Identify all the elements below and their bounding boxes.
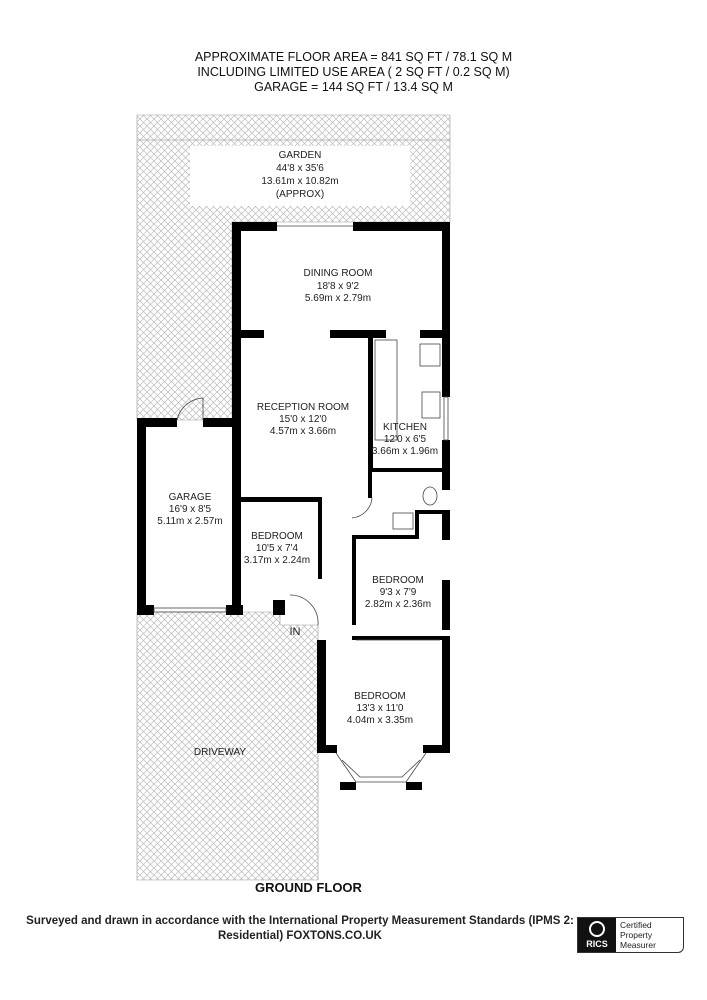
reception-room-label: RECEPTION ROOM 15'0 x 12'0 4.57m x 3.66m	[257, 402, 349, 437]
svg-text:3.17m x 2.24m: 3.17m x 2.24m	[244, 555, 310, 566]
bedroom-2-label: BEDROOM 9'3 x 7'9 2.82m x 2.36m	[365, 575, 431, 610]
floor-label: GROUND FLOOR	[255, 880, 362, 895]
driveway-area	[136, 611, 319, 881]
kitchen-label: KITCHEN 12'0 x 6'5 3.66m x 1.96m	[372, 422, 438, 457]
driveway-label: DRIVEWAY	[194, 747, 247, 758]
svg-text:2.82m x 2.36m: 2.82m x 2.36m	[365, 599, 431, 610]
badge-line-3: Measurer	[620, 940, 656, 950]
footer-line-2: Residential) FOXTONS.CO.UK	[217, 930, 382, 942]
svg-text:KITCHEN: KITCHEN	[383, 422, 427, 433]
svg-text:16'9 x 8'5: 16'9 x 8'5	[169, 504, 212, 515]
footer-line-1: Surveyed and drawn in accordance with th…	[26, 915, 574, 927]
svg-text:RECEPTION ROOM: RECEPTION ROOM	[257, 402, 349, 413]
limited-use-area: INCLUDING LIMITED USE AREA ( 2 SQ FT / 0…	[197, 65, 510, 79]
svg-text:18'8 x 9'2: 18'8 x 9'2	[317, 281, 360, 292]
svg-text:(APPROX): (APPROX)	[276, 189, 324, 200]
svg-text:4.57m x 3.66m: 4.57m x 3.66m	[270, 426, 336, 437]
svg-text:BEDROOM: BEDROOM	[354, 691, 406, 702]
svg-text:15'0 x 12'0: 15'0 x 12'0	[279, 414, 327, 425]
badge-line-2: Property	[620, 930, 653, 940]
garage-area: GARAGE = 144 SQ FT / 13.4 SQ M	[254, 80, 453, 94]
svg-text:12'0 x 6'5: 12'0 x 6'5	[384, 434, 427, 445]
rics-brand: RICS	[586, 939, 608, 949]
survey-footer: Surveyed and drawn in accordance with th…	[20, 914, 580, 944]
dining-room-label: DINING ROOM 18'8 x 9'2 5.69m x 2.79m	[304, 268, 373, 304]
svg-text:GARDEN: GARDEN	[279, 150, 322, 161]
svg-text:5.11m x 2.57m: 5.11m x 2.57m	[157, 516, 222, 527]
svg-text:4.04m x 3.35m: 4.04m x 3.35m	[347, 715, 413, 726]
bedroom-1-label: BEDROOM 10'5 x 7'4 3.17m x 2.24m	[244, 531, 310, 566]
garden-label: GARDEN 44'8 x 35'6 13.61m x 10.82m (APPR…	[261, 150, 338, 200]
bedroom-3-label: BEDROOM 13'3 x 11'0 4.04m x 3.35m	[347, 691, 413, 726]
svg-text:5.69m x 2.79m: 5.69m x 2.79m	[305, 293, 371, 304]
svg-text:3.66m x 1.96m: 3.66m x 1.96m	[372, 446, 438, 457]
rics-badge: RICS Certified Property Measurer	[577, 917, 684, 953]
rics-logo: RICS	[578, 918, 616, 952]
walls	[137, 222, 450, 790]
svg-text:9'3 x 7'9: 9'3 x 7'9	[380, 587, 417, 598]
fixtures	[153, 225, 449, 783]
svg-text:13.61m x 10.82m: 13.61m x 10.82m	[261, 176, 338, 187]
svg-text:10'5 x 7'4: 10'5 x 7'4	[256, 543, 299, 554]
garage-label: GARAGE 16'9 x 8'5 5.11m x 2.57m	[157, 492, 222, 527]
floor-area-header: APPROXIMATE FLOOR AREA = 841 SQ FT / 78.…	[0, 50, 707, 95]
rics-text: Certified Property Measurer	[616, 918, 660, 952]
svg-text:44'8 x 35'6: 44'8 x 35'6	[276, 163, 324, 174]
svg-text:DINING ROOM: DINING ROOM	[304, 268, 373, 279]
badge-line-1: Certified	[620, 920, 652, 930]
svg-text:BEDROOM: BEDROOM	[372, 575, 424, 586]
lion-icon	[589, 921, 605, 937]
total-area: APPROXIMATE FLOOR AREA = 841 SQ FT / 78.…	[194, 50, 513, 64]
entrance-label: IN	[290, 626, 301, 638]
svg-text:GARAGE: GARAGE	[169, 492, 212, 503]
svg-text:13'3 x 11'0: 13'3 x 11'0	[356, 703, 403, 714]
svg-text:BEDROOM: BEDROOM	[251, 531, 303, 542]
